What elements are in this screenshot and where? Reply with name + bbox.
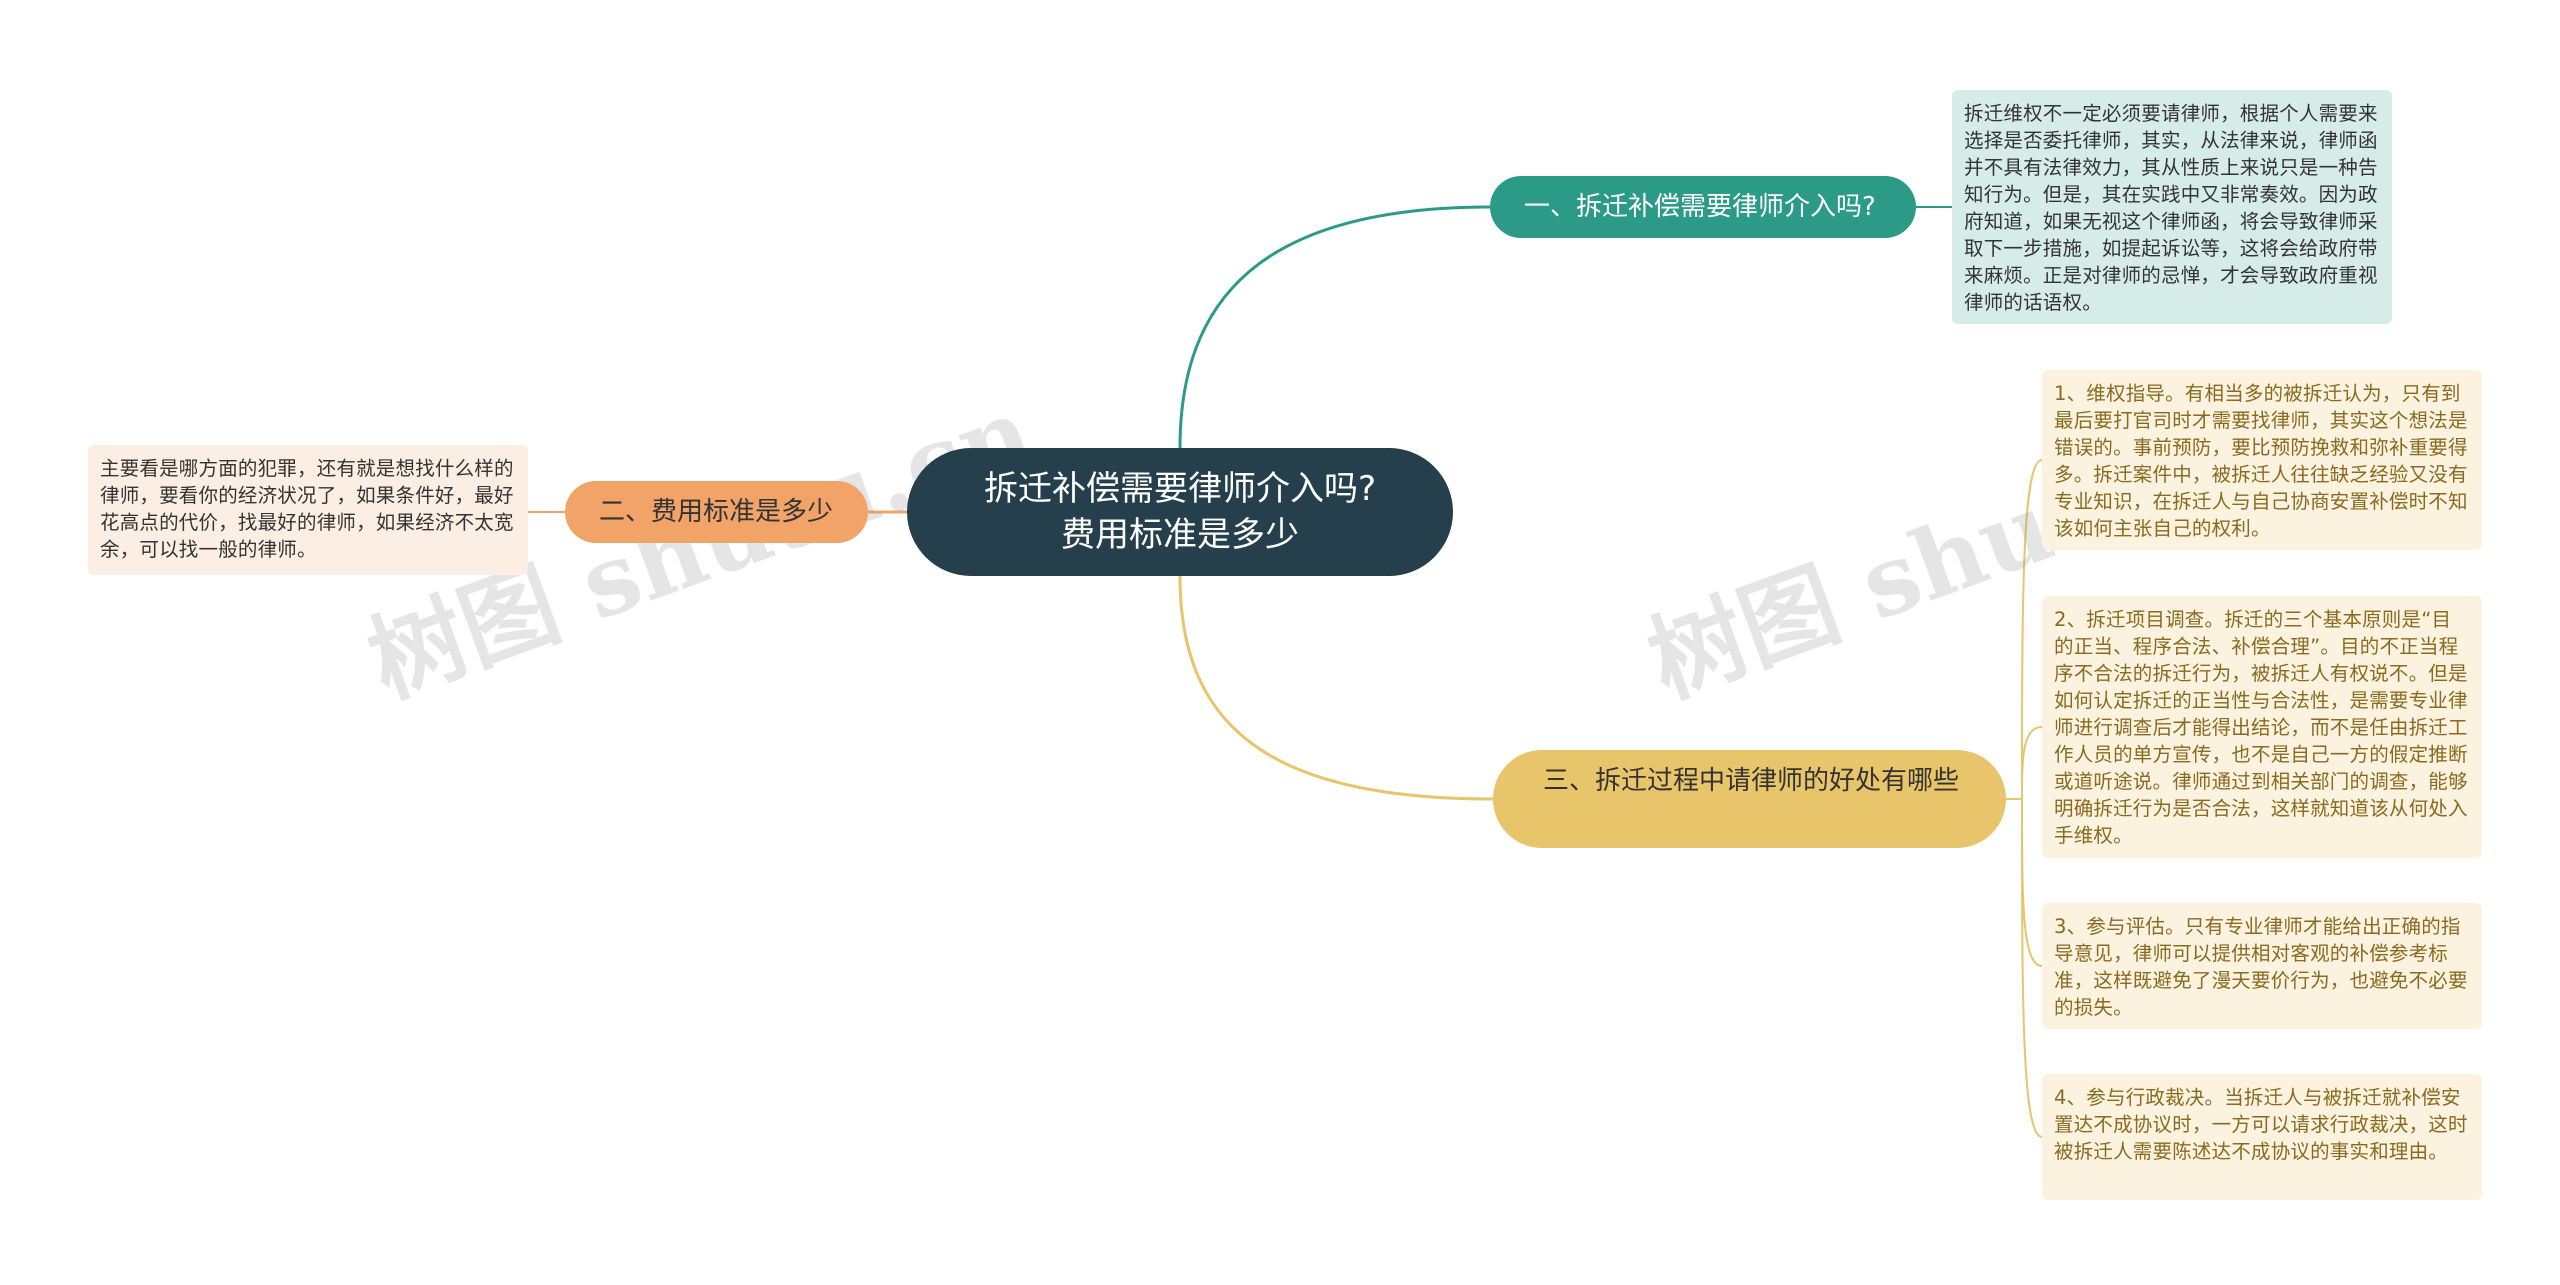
connector-branch3-item4 bbox=[2021, 798, 2043, 1138]
connector-central-branch1 bbox=[1178, 205, 1491, 449]
branch3-item-4: 4、参与行政裁决。当拆迁人与被拆迁就补偿安置达不成协议时，一方可以请求行政裁决，… bbox=[2042, 1074, 2482, 1200]
central-topic-text: 拆迁补偿需要律师介入吗? 费用标准是多少 bbox=[984, 466, 1376, 558]
connector-central-branch3 bbox=[1178, 575, 1494, 801]
branch3-item-3: 3、参与评估。只有专业律师才能给出正确的指导意见，律师可以提供相对客观的补偿参考… bbox=[2042, 903, 2482, 1029]
connector-branch3-item3 bbox=[2021, 798, 2043, 967]
connector-branch3-item1 bbox=[2021, 459, 2043, 800]
branch-topic-2[interactable]: 二、费用标准是多少 bbox=[565, 481, 868, 543]
branch-topic-3[interactable]: 三、拆迁过程中请律师的好处有哪些 bbox=[1493, 750, 2006, 848]
branch3-item-2: 2、拆迁项目调查。拆迁的三个基本原则是“目的正当、程序合法、补偿合理”。目的不正… bbox=[2042, 596, 2482, 858]
central-topic-line2: 费用标准是多少 bbox=[1060, 515, 1299, 555]
branch-topic-1[interactable]: 一、拆迁补偿需要律师介入吗? bbox=[1490, 176, 1916, 238]
central-topic[interactable]: 拆迁补偿需要律师介入吗? 费用标准是多少 bbox=[907, 448, 1453, 576]
branch3-item-1: 1、维权指导。有相当多的被拆迁认为，只有到最后要打官司时才需要找律师，其实这个想… bbox=[2042, 370, 2482, 550]
branch1-detail: 拆迁维权不一定必须要请律师，根据个人需要来选择是否委托律师，其实，从法律来说，律… bbox=[1952, 90, 2392, 324]
connector-branch3-item2 bbox=[2021, 726, 2043, 800]
branch2-detail: 主要看是哪方面的犯罪，还有就是想找什么样的律师，要看你的经济状况了，如果条件好，… bbox=[88, 445, 528, 575]
central-topic-line1: 拆迁补偿需要律师介入吗? bbox=[983, 469, 1377, 509]
